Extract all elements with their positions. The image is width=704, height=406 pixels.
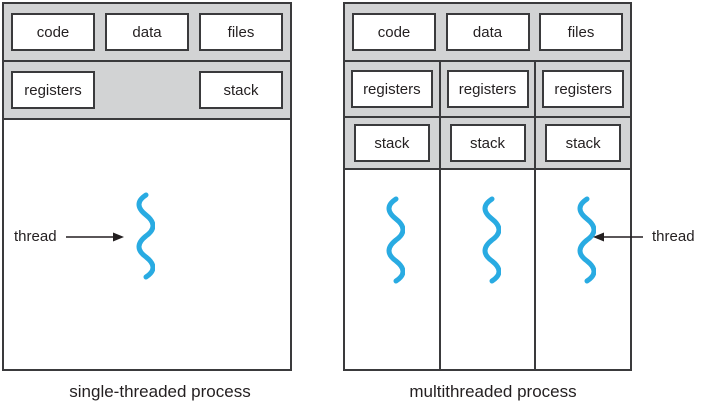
stack-box: stack (545, 124, 622, 162)
thread-squiggle-icon (482, 196, 501, 284)
thread-label: thread (14, 228, 57, 245)
arrow-left-icon (593, 232, 643, 241)
thread-column-3: registers stack (534, 62, 631, 369)
arrow-right-icon (65, 232, 124, 241)
caption-multithreaded: multithreaded process (409, 382, 577, 401)
memory-band: code data files (345, 4, 630, 62)
stack-box: stack (449, 124, 526, 162)
context-band: registers stack (4, 62, 290, 120)
registers-box: registers (542, 70, 625, 108)
multithreaded-process-panel: code data files registers stack (343, 2, 632, 371)
thread-column-2: registers stack (438, 62, 535, 369)
memory-band: code data files (4, 4, 290, 62)
thread-callout-left: thread (14, 228, 125, 245)
thread-squiggle-icon (136, 192, 155, 280)
thread-column-1: registers stack (345, 62, 439, 369)
data-box: data (105, 13, 189, 51)
thread-squiggle-icon (577, 196, 597, 284)
registers-box: registers (11, 71, 95, 109)
data-box: data (445, 13, 530, 51)
thread-squiggle-icon (386, 196, 405, 284)
thread-area (4, 120, 290, 369)
stack-box: stack (353, 124, 430, 162)
registers-box: registers (446, 70, 529, 108)
registers-box: registers (350, 70, 433, 108)
thread-callout-right: thread (592, 228, 695, 245)
code-box: code (11, 13, 95, 51)
caption-single-threaded: single-threaded process (69, 382, 251, 401)
thread-label: thread (652, 228, 695, 245)
files-box: files (199, 13, 283, 51)
code-box: code (352, 13, 436, 51)
files-box: files (539, 13, 623, 51)
single-threaded-process-panel: code data files registers stack (2, 2, 292, 371)
thread-columns: registers stack registers stack (345, 62, 631, 369)
stack-box: stack (199, 71, 283, 109)
